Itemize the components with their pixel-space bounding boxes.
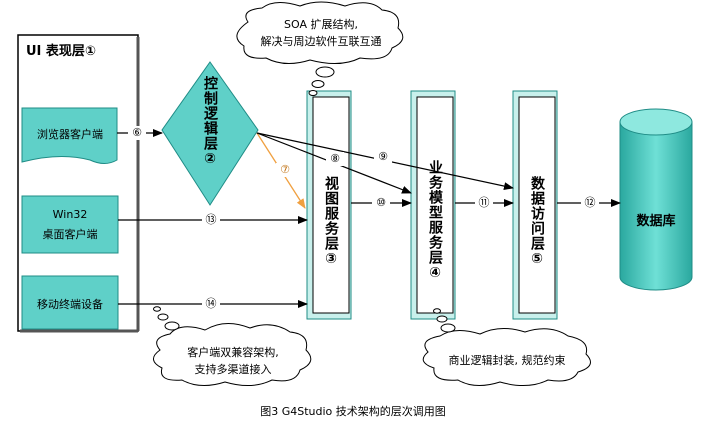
business-layer-label: 业务模型服务层④ <box>427 160 443 282</box>
client-cloud-line2: 支持多渠道接入 <box>194 363 272 376</box>
figure-caption: 图3 G4Studio 技术架构的层次调用图 <box>260 405 446 418</box>
business-layer-box <box>410 90 456 320</box>
arrow-13-label: ⑬ <box>202 213 220 227</box>
mobile-client-box <box>21 275 119 330</box>
control-layer-diamond <box>161 61 259 206</box>
browser-client-label: 浏览器客户端 <box>37 128 103 141</box>
arrow-7-label: ⑦ <box>276 163 294 177</box>
arrow-11-label: ⑪ <box>475 196 493 210</box>
view-layer-label: 视图服务层③ <box>323 176 339 268</box>
soa-cloud <box>236 1 404 96</box>
ui-layer-title: UI 表现层① <box>26 44 96 59</box>
business-cloud-text: 商业逻辑封装, 规范约束 <box>448 354 566 367</box>
soa-cloud-line2: 解决与周边软件互联互通 <box>260 35 382 48</box>
business-cloud <box>422 308 591 386</box>
client-cloud <box>153 306 312 386</box>
database-label: 数据库 <box>636 214 676 229</box>
database-cylinder <box>619 108 693 291</box>
soa-cloud-line1: SOA 扩展结构, <box>284 18 358 31</box>
data-access-layer-box <box>512 90 558 320</box>
win32-client-label-line1: Win32 <box>52 208 88 221</box>
data-access-layer-label: 数据访问层⑤ <box>529 176 545 268</box>
arrow-9-label: ⑨ <box>374 150 392 164</box>
arrow-12-label: ⑫ <box>581 196 599 210</box>
control-layer-label: 控制逻辑层② <box>202 76 218 168</box>
view-layer-box <box>306 90 352 320</box>
win32-client-box <box>21 195 119 254</box>
arrow-8-label: ⑧ <box>326 152 344 166</box>
arrow-6-label: ⑥ <box>128 126 146 140</box>
browser-client-box <box>21 107 118 164</box>
win32-client-label-line2: 桌面客户端 <box>42 228 98 241</box>
mobile-client-label: 移动终端设备 <box>37 298 103 311</box>
client-cloud-line1: 客户端双兼容架构, <box>187 346 279 359</box>
arrow-14-label: ⑭ <box>202 297 220 311</box>
arrow-10-label: ⑩ <box>372 196 390 210</box>
